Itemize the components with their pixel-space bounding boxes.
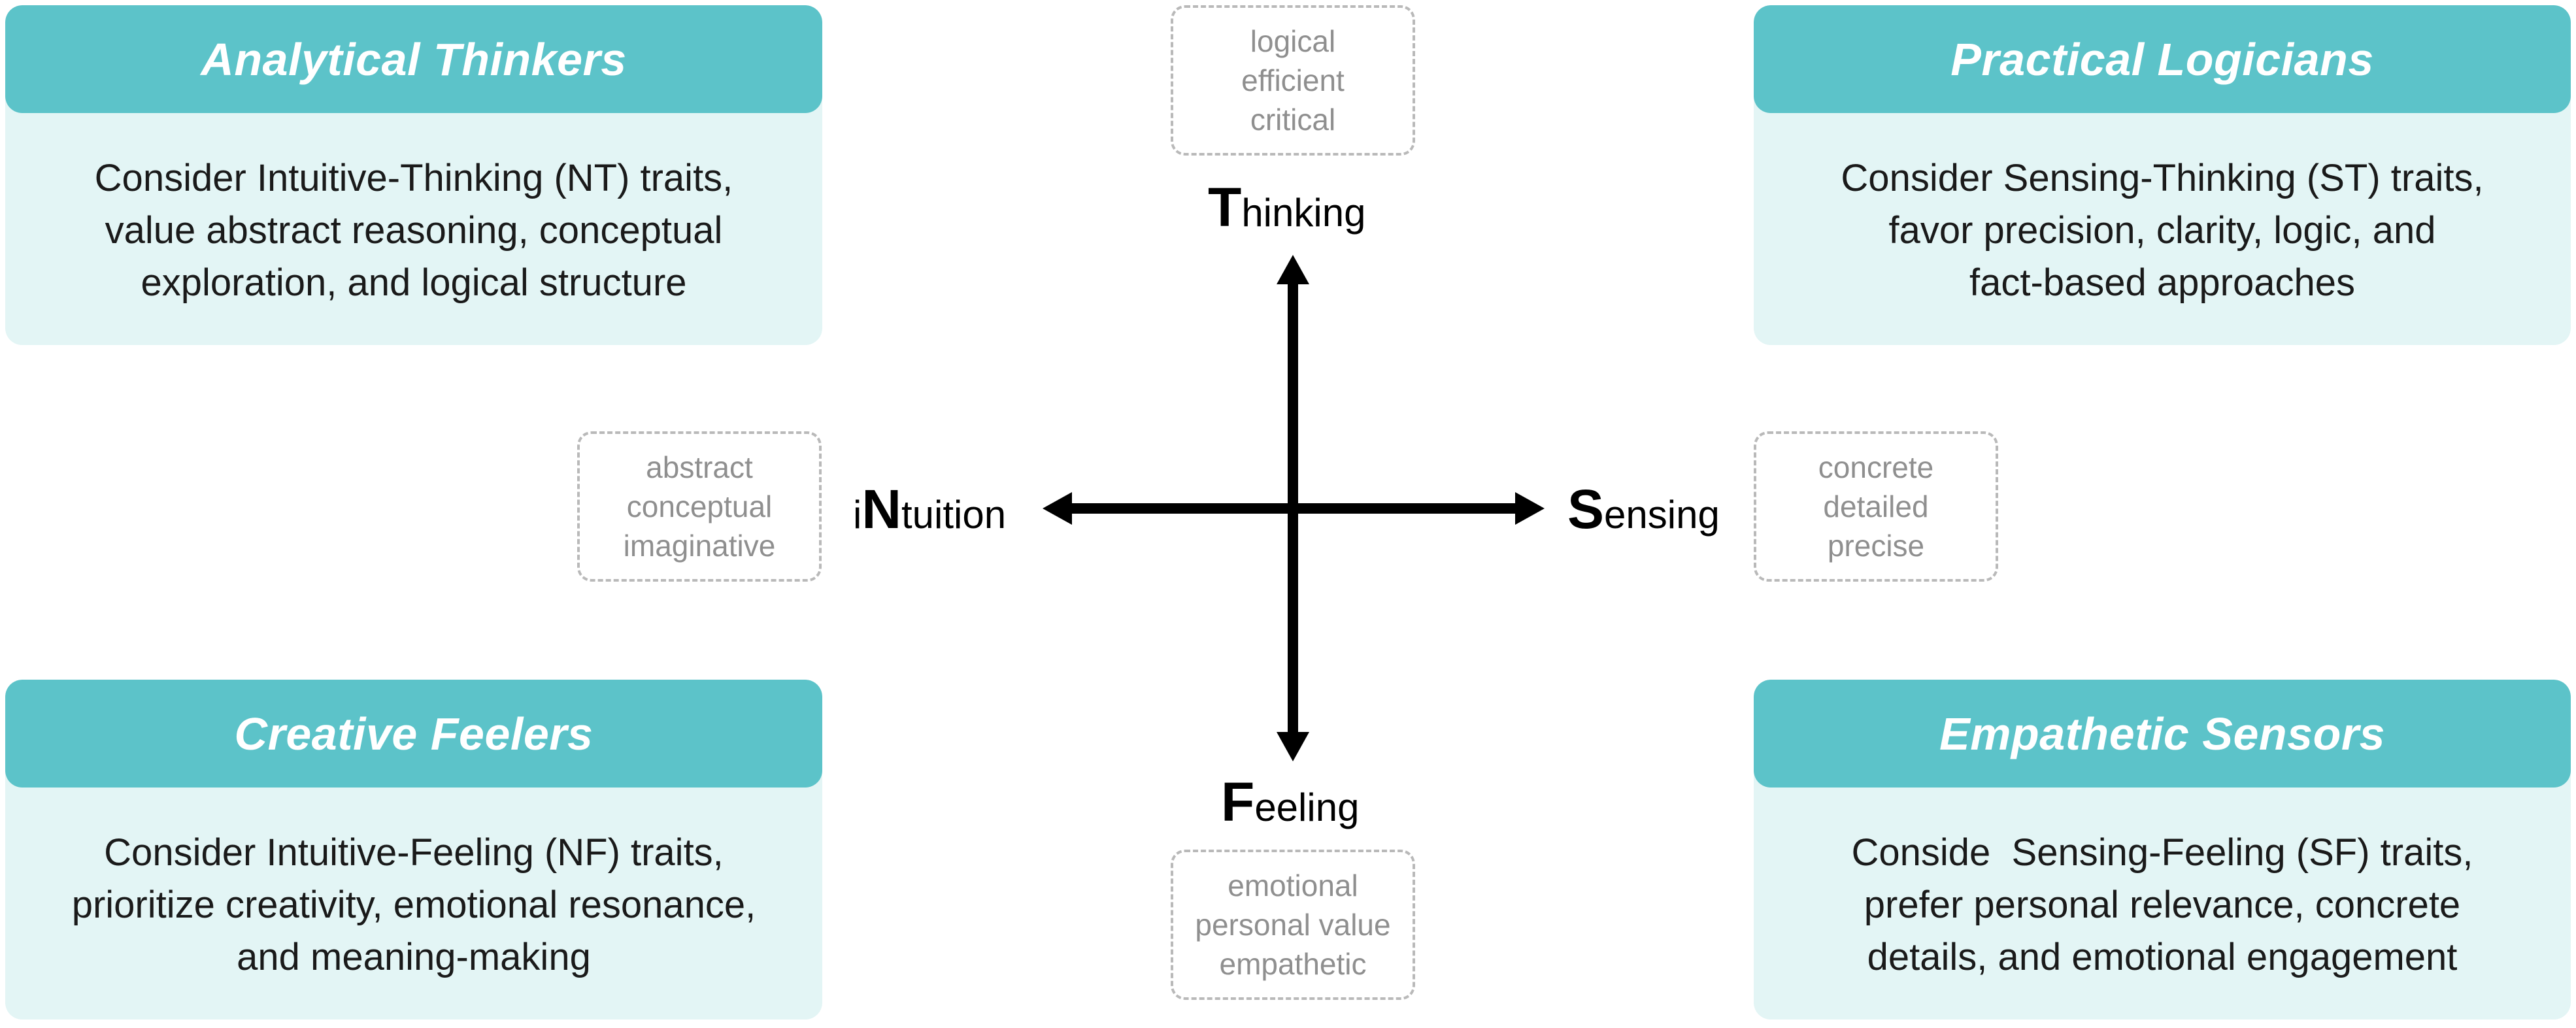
hint-line: emotional bbox=[1228, 869, 1358, 903]
hint-line: precise bbox=[1827, 529, 1925, 563]
card-line: exploration, and logical structure bbox=[141, 261, 687, 304]
axis-initial: F bbox=[1221, 771, 1255, 833]
arrow-right bbox=[1515, 492, 1545, 525]
hint-box-thinking: logical efficient critical bbox=[1171, 5, 1415, 156]
axis-rest: eeling bbox=[1254, 786, 1360, 829]
axis-rest: tuition bbox=[901, 493, 1007, 537]
card-description: Conside Sensing-Feeling (SF) traits, pre… bbox=[1754, 788, 2571, 1016]
hint-box-feeling: emotional personal value empathetic bbox=[1171, 850, 1415, 1000]
hint-line: imaginative bbox=[623, 529, 776, 563]
card-line: prioritize creativity, emotional resonan… bbox=[71, 884, 756, 926]
hint-line: empathetic bbox=[1219, 947, 1367, 981]
card-title: Practical Logicians bbox=[1754, 5, 2571, 113]
card-description: Consider Intuitive-Thinking (NT) traits,… bbox=[5, 113, 822, 342]
card-line: fact-based approaches bbox=[1969, 261, 2356, 304]
card-line: favor precision, clarity, logic, and bbox=[1888, 209, 2436, 252]
card-description: Consider Intuitive-Feeling (NF) traits, … bbox=[5, 788, 822, 1016]
axis-rest: hinking bbox=[1241, 191, 1366, 235]
card-line: Consider Intuitive-Feeling (NF) traits, bbox=[104, 831, 724, 874]
arrow-up bbox=[1277, 255, 1309, 284]
hint-line: concrete bbox=[1818, 450, 1934, 484]
hint-line: critical bbox=[1250, 103, 1336, 137]
axis-initial: T bbox=[1208, 176, 1242, 238]
axis-label-intuition: iNtuition bbox=[853, 482, 1006, 537]
axis-rest: ensing bbox=[1604, 493, 1720, 537]
card-line: Conside Sensing-Feeling (SF) traits, bbox=[1851, 831, 2473, 874]
hint-box-sensing: concrete detailed precise bbox=[1754, 431, 1998, 582]
axis-label-feeling: Feeling bbox=[1221, 774, 1359, 829]
hint-line: abstract bbox=[646, 450, 753, 484]
arrow-down bbox=[1277, 732, 1309, 761]
hint-line: efficient bbox=[1241, 63, 1345, 97]
card-title: Creative Feelers bbox=[5, 680, 822, 788]
hint-box-intuition: abstract conceptual imaginative bbox=[577, 431, 822, 582]
hint-line: conceptual bbox=[626, 489, 773, 523]
card-line: and meaning-making bbox=[237, 936, 591, 978]
card-line: details, and emotional engagement bbox=[1867, 936, 2458, 978]
card-creative-feelers: Creative Feelers Consider Intuitive-Feel… bbox=[5, 680, 822, 1020]
card-title: Empathetic Sensors bbox=[1754, 680, 2571, 788]
card-line: Consider Intuitive-Thinking (NT) traits, bbox=[94, 157, 733, 199]
axis-initial: S bbox=[1567, 478, 1605, 540]
hint-line: personal value bbox=[1195, 908, 1391, 942]
card-line: Consider Sensing-Thinking (ST) traits, bbox=[1841, 157, 2484, 199]
card-empathetic-sensors: Empathetic Sensors Conside Sensing-Feeli… bbox=[1754, 680, 2571, 1020]
card-analytical-thinkers: Analytical Thinkers Consider Intuitive-T… bbox=[5, 5, 822, 345]
axis-label-thinking: Thinking bbox=[1208, 180, 1365, 235]
card-line: value abstract reasoning, conceptual bbox=[105, 209, 723, 252]
card-title: Analytical Thinkers bbox=[5, 5, 822, 113]
axis-prefix: i bbox=[853, 493, 862, 537]
card-line: prefer personal relevance, concrete bbox=[1864, 884, 2461, 926]
arrow-left bbox=[1043, 492, 1072, 525]
axis-initial: N bbox=[861, 478, 902, 540]
axis-label-sensing: Sensing bbox=[1567, 482, 1720, 537]
hint-line: logical bbox=[1250, 24, 1336, 58]
card-practical-logicians: Practical Logicians Consider Sensing-Thi… bbox=[1754, 5, 2571, 345]
card-description: Consider Sensing-Thinking (ST) traits, f… bbox=[1754, 113, 2571, 342]
hint-line: detailed bbox=[1823, 489, 1929, 523]
